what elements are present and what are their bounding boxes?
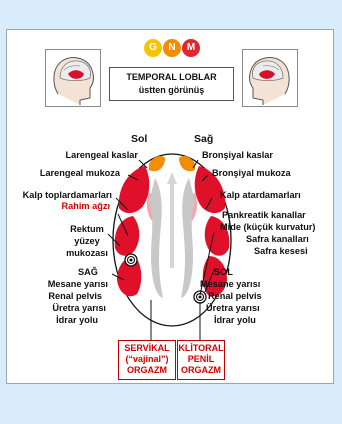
- label-bronsiyal-mukoza: Bronşiyal mukoza: [212, 168, 291, 178]
- label-bronsiyal-kaslar: Bronşiyal kaslar: [202, 150, 273, 160]
- label-left-mesane: Mesane yarısı: [48, 279, 108, 289]
- label-safra-kanallari: Safra kanalları: [246, 234, 309, 244]
- label-larengeal-kaslar: Larengeal kaslar: [65, 150, 138, 160]
- label-larengeal-mukoza: Larengeal mukoza: [40, 168, 120, 178]
- label-right-renal: Renal pelvis: [208, 291, 262, 301]
- label-left-idrar: İdrar yolu: [56, 315, 98, 325]
- klitoral-orgazm-box: KLİTORAL PENİL ORGAZM: [177, 340, 225, 380]
- servikal-orgazm-box: SERVİKAL (“vajinal”) ORGAZM: [118, 340, 176, 380]
- label-mukozasi: mukozası: [60, 248, 114, 258]
- klitoral-line1: KLİTORAL: [178, 343, 224, 354]
- label-mide: Mide (küçük kurvatur): [220, 222, 315, 232]
- label-right-uretra: Üretra yarısı: [206, 303, 260, 313]
- servikal-line2: (“vajinal”): [119, 354, 175, 365]
- servikal-line3: ORGAZM: [119, 365, 175, 376]
- label-rektum: Rektum: [60, 224, 114, 234]
- side-label-right: Sağ: [194, 134, 213, 144]
- klitoral-line2: PENİL: [178, 354, 224, 365]
- label-right-mesane: Mesane yarısı: [200, 279, 260, 289]
- servikal-line1: SERVİKAL: [119, 343, 175, 354]
- label-sag: SAĞ: [68, 267, 108, 277]
- label-left-uretra: Üretra yarısı: [52, 303, 106, 313]
- label-kalp-toplardamarlari: Kalp toplardamarları: [23, 190, 112, 200]
- label-right-idrar: İdrar yolu: [214, 315, 256, 325]
- label-yuzey: yüzey: [60, 236, 114, 246]
- label-sol: SOL: [214, 267, 233, 277]
- klitoral-line3: ORGAZM: [178, 365, 224, 376]
- side-label-left: Sol: [131, 134, 147, 144]
- label-kalp-atardamarlari: Kalp atardamarları: [220, 190, 301, 200]
- label-rahim-agzi: Rahim ağzı: [62, 201, 111, 211]
- label-pankreatik: Pankreatik kanallar: [222, 210, 306, 220]
- label-safra-kesesi: Safra kesesi: [254, 246, 308, 256]
- label-left-renal: Renal pelvis: [48, 291, 102, 301]
